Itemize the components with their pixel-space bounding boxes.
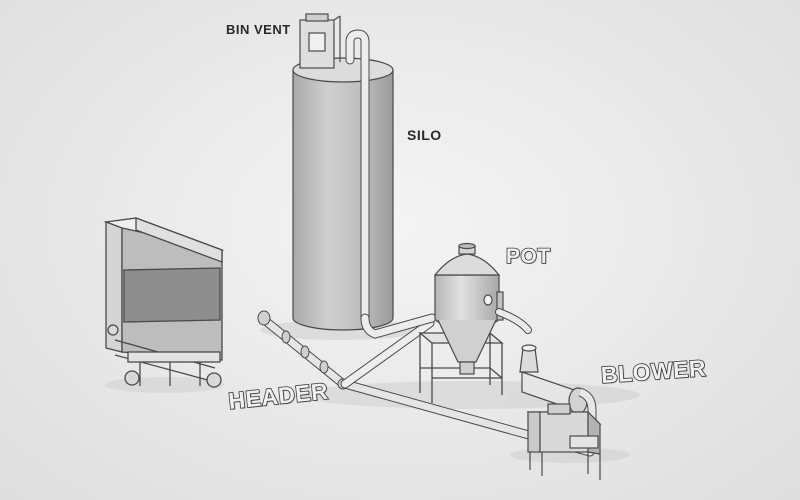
label-pot: POT xyxy=(505,244,551,269)
blower-unit xyxy=(519,344,602,480)
transfer-pipe xyxy=(340,313,437,389)
pot-to-blower-pipe xyxy=(495,308,532,334)
pot-vessel xyxy=(433,242,504,375)
bin-vent-unit xyxy=(299,13,341,69)
label-bin-vent: BIN VENT xyxy=(226,22,291,37)
bulk-trailer xyxy=(103,217,225,388)
silo xyxy=(292,57,394,331)
silo-fill-pipe xyxy=(345,29,370,323)
label-silo: SILO xyxy=(407,127,442,143)
